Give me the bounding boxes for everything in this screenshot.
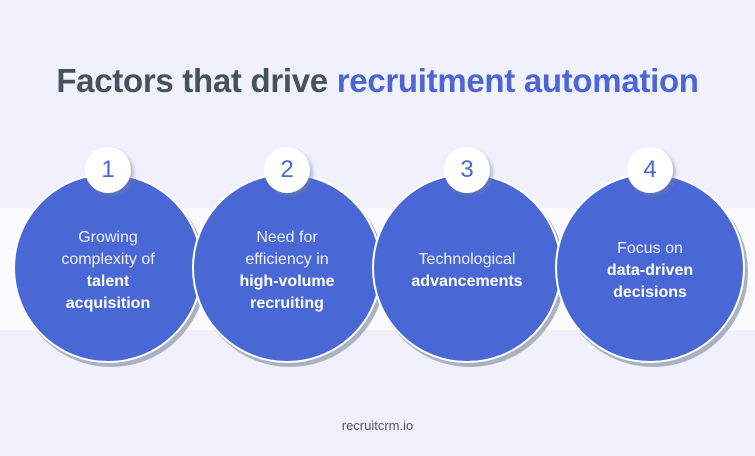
factor-text-bold: recruiting [250, 295, 324, 312]
factor-2: Need for efficiency in high-volume recru… [192, 173, 385, 367]
factor-text-light: Growing [78, 229, 138, 246]
factor-text-bold: advancements [411, 273, 523, 290]
factor-text-light: complexity of [61, 251, 155, 268]
factor-text: Need for efficiency in high-volume recru… [207, 227, 367, 315]
factor-circle: Focus on data-driven decisions [555, 173, 745, 363]
factor-3: Technological advancements [372, 173, 565, 367]
factor-text-bold: data-driven [606, 262, 694, 279]
factor-text: Focus on data-driven decisions [570, 238, 730, 304]
number-badge-3: 3 [444, 147, 490, 193]
source-footer: recruitcrm.io [341, 418, 414, 433]
factor-text-light: Need for [256, 229, 318, 246]
factor-text-bold: high-volume [239, 273, 335, 290]
number-badge-4: 4 [627, 147, 673, 193]
factor-circle: Need for efficiency in high-volume recru… [192, 173, 382, 363]
factor-text-light: Focus on [617, 240, 683, 257]
title-accent: recruitment automation [336, 62, 699, 99]
number-badge-2: 2 [264, 147, 310, 193]
title-prefix: Factors that drive [56, 62, 328, 99]
factor-text: Technological advancements [387, 249, 547, 293]
factor-text-bold: talent [86, 273, 130, 290]
factor-circle: Growing complexity of talent acquisition [13, 173, 203, 363]
factor-text-bold: acquisition [65, 295, 151, 312]
factor-text-bold: decisions [613, 284, 687, 301]
factor-1: Growing complexity of talent acquisition [13, 173, 206, 367]
page-title: Factors that drive recruitment automatio… [0, 62, 755, 100]
factor-4: Focus on data-driven decisions [555, 173, 748, 367]
factor-circle: Technological advancements [372, 173, 562, 363]
factor-text-light: Technological [418, 251, 516, 268]
number-badge-1: 1 [85, 147, 131, 193]
factor-text: Growing complexity of talent acquisition [28, 227, 188, 315]
factor-text-light: efficiency in [245, 251, 329, 268]
